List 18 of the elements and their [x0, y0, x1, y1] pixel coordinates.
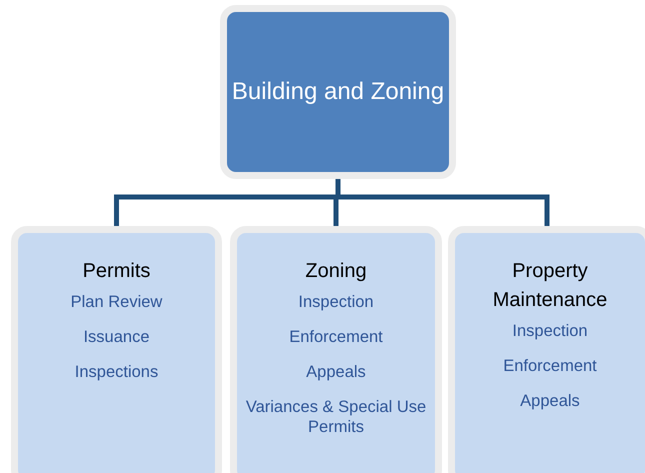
department-box: [220, 5, 456, 179]
list-item: Enforcement: [288, 327, 384, 347]
list-item: Enforcement: [502, 356, 598, 376]
list-item: Appeals: [519, 391, 581, 411]
list-item: Plan Review: [70, 292, 164, 312]
list-item: Issuance: [82, 327, 151, 347]
heading: Zoning: [304, 259, 368, 284]
division-box: [448, 226, 645, 473]
list-item: Appeals: [305, 362, 367, 382]
division-box: [230, 226, 442, 473]
list-item: Inspection: [297, 292, 375, 312]
list-item: Inspection: [511, 321, 589, 341]
heading: Permits: [82, 259, 152, 284]
heading: Property Maintenance: [492, 259, 608, 313]
heading: Building and Zoning: [232, 77, 444, 107]
list-item: Inspections: [74, 362, 160, 382]
list-item: Variances & Special Use Permits: [244, 397, 428, 437]
division-box: [11, 226, 222, 473]
